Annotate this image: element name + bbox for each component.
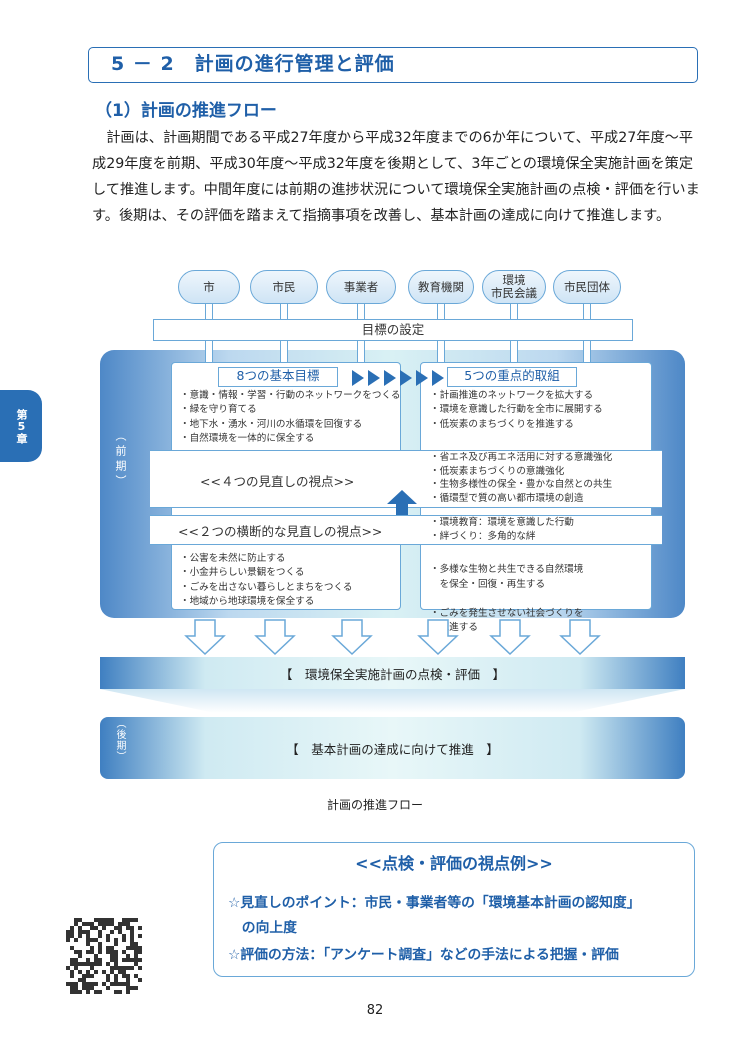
four-views-list: ・省エネ及び再エネ活用に対する意識強化 ・低炭素まちづくりの意識強化 ・生物多様… [430,451,660,505]
connector [583,304,591,320]
list-item: ・省エネ及び再エネ活用に対する意識強化 [430,452,613,463]
down-arrow-icon [331,619,373,656]
list-item: ・多様な生物と共生できる自然環境 を保全・回復・再生する [430,564,584,590]
view-example-point: ☆見直しのポイント：市民・事業者等の「環境基本計画の認知度」 [228,895,641,911]
list-item: ・意識・情報・学習・行動のネットワークをつくる [180,390,401,401]
list-item: ・小金井らしい景観をつくる [180,567,305,579]
list-item: ・生物多様性の保全・豊かな自然との共生 [430,479,613,491]
connector [583,341,591,365]
down-arrow-icon [184,619,226,656]
list-item: ・低炭素まちづくりの意識強化 [430,465,565,477]
view-example-method: ☆評価の方法：「アンケート調査」などの手法による把握・評価 [228,947,619,963]
down-arrow-icon [417,619,459,656]
list-item: ・地域から地球環境を保全する [180,596,315,608]
page-number: 82 [366,1003,384,1018]
two-views-band [150,515,662,545]
two-views-label: <<２つの横断的な見直しの視点>> [178,524,383,539]
stakeholder-env-council: 環境 市民会議 [482,270,546,304]
view-examples-box [213,842,695,977]
view-example-point-cont: の向上度 [228,920,297,936]
connector [437,304,445,320]
flow-arrows-icon [352,370,444,386]
body-paragraph: 計画は、計画期間である平成27年度から平成32年度までの6か年について、平成27… [92,130,700,224]
list-item: ・循環型で質の高い都市環境の創造 [430,492,584,504]
list-item: ・低炭素のまちづくりを推進する [430,418,574,430]
list-item: ・ごみを出さない暮らしとまちをつくる [180,581,353,593]
qr-code-icon[interactable] [66,918,142,994]
down-arrow-icon [559,619,601,656]
list-item: ・ごみを発生させない社会づくりを 推進する [430,607,584,634]
list-item: ・地下水・湧水・河川の水循環を回復する [180,418,363,430]
up-arrow-icon [387,490,417,522]
down-arrow-icon [489,619,531,656]
list-item: ・環境を意識した行動を全市に展開する [430,404,603,416]
priority-list-top: ・計画推進のネットワークを拡大する ・環境を意識した行動を全市に展開する ・低炭… [430,389,652,432]
connector [205,304,213,320]
connector [510,341,518,365]
figure-caption: 計画の推進フロー [326,798,423,812]
four-views-label: <<４つの見直しの視点>> [200,474,355,489]
section-title: 5 － 2 計画の進行管理と評価 [88,47,698,83]
basic-goals-title: 8つの基本目標 [218,367,338,387]
list-item: ・計画推進のネットワークを拡大する [430,390,594,401]
stakeholder-groups: 市民団体 [553,270,621,304]
goal-setting-bar: 目標の設定 [153,319,633,341]
connector [357,304,365,320]
second-period-bar: 【 基本計画の達成に向けて推進 】 [100,717,685,779]
view-examples-title: <<点検・評価の視点例>> [355,854,553,873]
connector [437,341,445,365]
two-views-list: ・環境教育：環境を意識した行動 ・絆づくり：多角的な絆 [430,516,660,544]
connector [510,304,518,320]
basic-goals-list-top: ・意識・情報・学習・行動のネットワークをつくる ・緑を守り育てる ・地下水・湧水… [180,389,402,447]
stakeholder-education: 教育機関 [408,270,474,304]
down-arrows [184,619,601,656]
funnel-shape [100,689,685,713]
first-period-label: （前期） [114,430,127,490]
connector [280,341,288,365]
stakeholder-citizens: 市民 [250,270,318,304]
connector [205,341,213,365]
basic-goals-list-bottom: ・公害を未然に防止する ・小金井らしい景観をつくる ・ごみを出さない暮らしとまち… [180,552,402,610]
list-item: ・環境教育：環境を意識した行動 [430,517,574,528]
sub-title: （1）計画の推進フロー [95,101,277,121]
chapter-tab[interactable]: 第5章 [0,390,42,462]
list-item: ・公害を未然に防止する [180,553,286,564]
connector [357,341,365,365]
list-item: ・自然環境を一体的に保全する [180,433,315,445]
priority-title: 5つの重点的取組 [447,367,577,387]
review-bar: 【 環境保全実施計画の点検・評価 】 [100,657,685,689]
down-arrow-icon [254,619,296,656]
list-item: ・絆づくり：多角的な絆 [430,531,536,542]
stakeholder-city: 市 [178,270,240,304]
stakeholder-business: 事業者 [326,270,396,304]
connector [280,304,288,320]
second-period-label: （後期） [114,718,125,762]
list-item: ・緑を守り育てる [180,404,257,416]
priority-list-bottom: ・多様な生物と共生できる自然環境 を保全・回復・再生する ・ごみを発生させない社… [430,549,652,650]
